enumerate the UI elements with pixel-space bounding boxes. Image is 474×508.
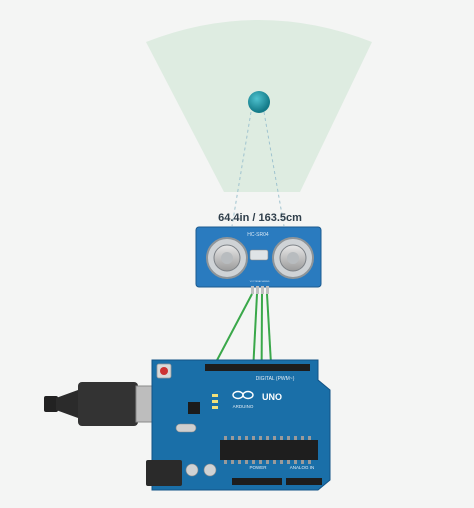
target-object[interactable] [248, 91, 270, 113]
capacitor-2 [203, 463, 217, 477]
sensor-pin-label: VCC [250, 281, 255, 283]
usb-cable-tip [44, 396, 58, 412]
sensor-crystal [249, 249, 269, 261]
wire-gnd[interactable] [266, 293, 272, 365]
power-header [232, 478, 282, 485]
digital-header-label: DIGITAL (PWM~) [256, 376, 295, 382]
infinity-logo-icon [232, 390, 254, 400]
sensor-pin-label: GND [265, 281, 270, 283]
arduino-uno-board[interactable]: DIGITAL (PWM~) ARDUINO UNO POWER ANALOG … [146, 359, 331, 491]
usb-plug-body [78, 382, 138, 426]
sensor-ray-left [231, 111, 252, 227]
analog-header-label: ANALOG IN [290, 465, 315, 470]
digital-header [205, 364, 310, 371]
sensor-model-label: HC-SR04 [247, 232, 269, 238]
wire-vcc[interactable] [214, 293, 253, 365]
led-tx [212, 400, 218, 403]
sensor-pins [251, 286, 269, 294]
power-jack[interactable] [146, 460, 182, 486]
board-crystal [175, 423, 197, 433]
led-l [212, 394, 218, 397]
board-model-label: UNO [262, 392, 282, 402]
sensor-ray-right [263, 111, 285, 227]
led-rx [212, 406, 218, 409]
sensor-pin-label: TRIG [254, 281, 260, 283]
ultrasonic-sensor[interactable]: HC-SR04 [195, 226, 322, 294]
microcontroller-chip [220, 440, 318, 460]
usb-interface-chip [188, 402, 200, 414]
board-brand-label: ARDUINO [233, 404, 254, 409]
sensor-pin-label: ECHO [259, 281, 266, 283]
distance-readout: 64.4in / 163.5cm [218, 212, 302, 224]
power-header-label: POWER [249, 465, 267, 470]
analog-header [286, 478, 322, 485]
capacitor-1 [185, 463, 199, 477]
